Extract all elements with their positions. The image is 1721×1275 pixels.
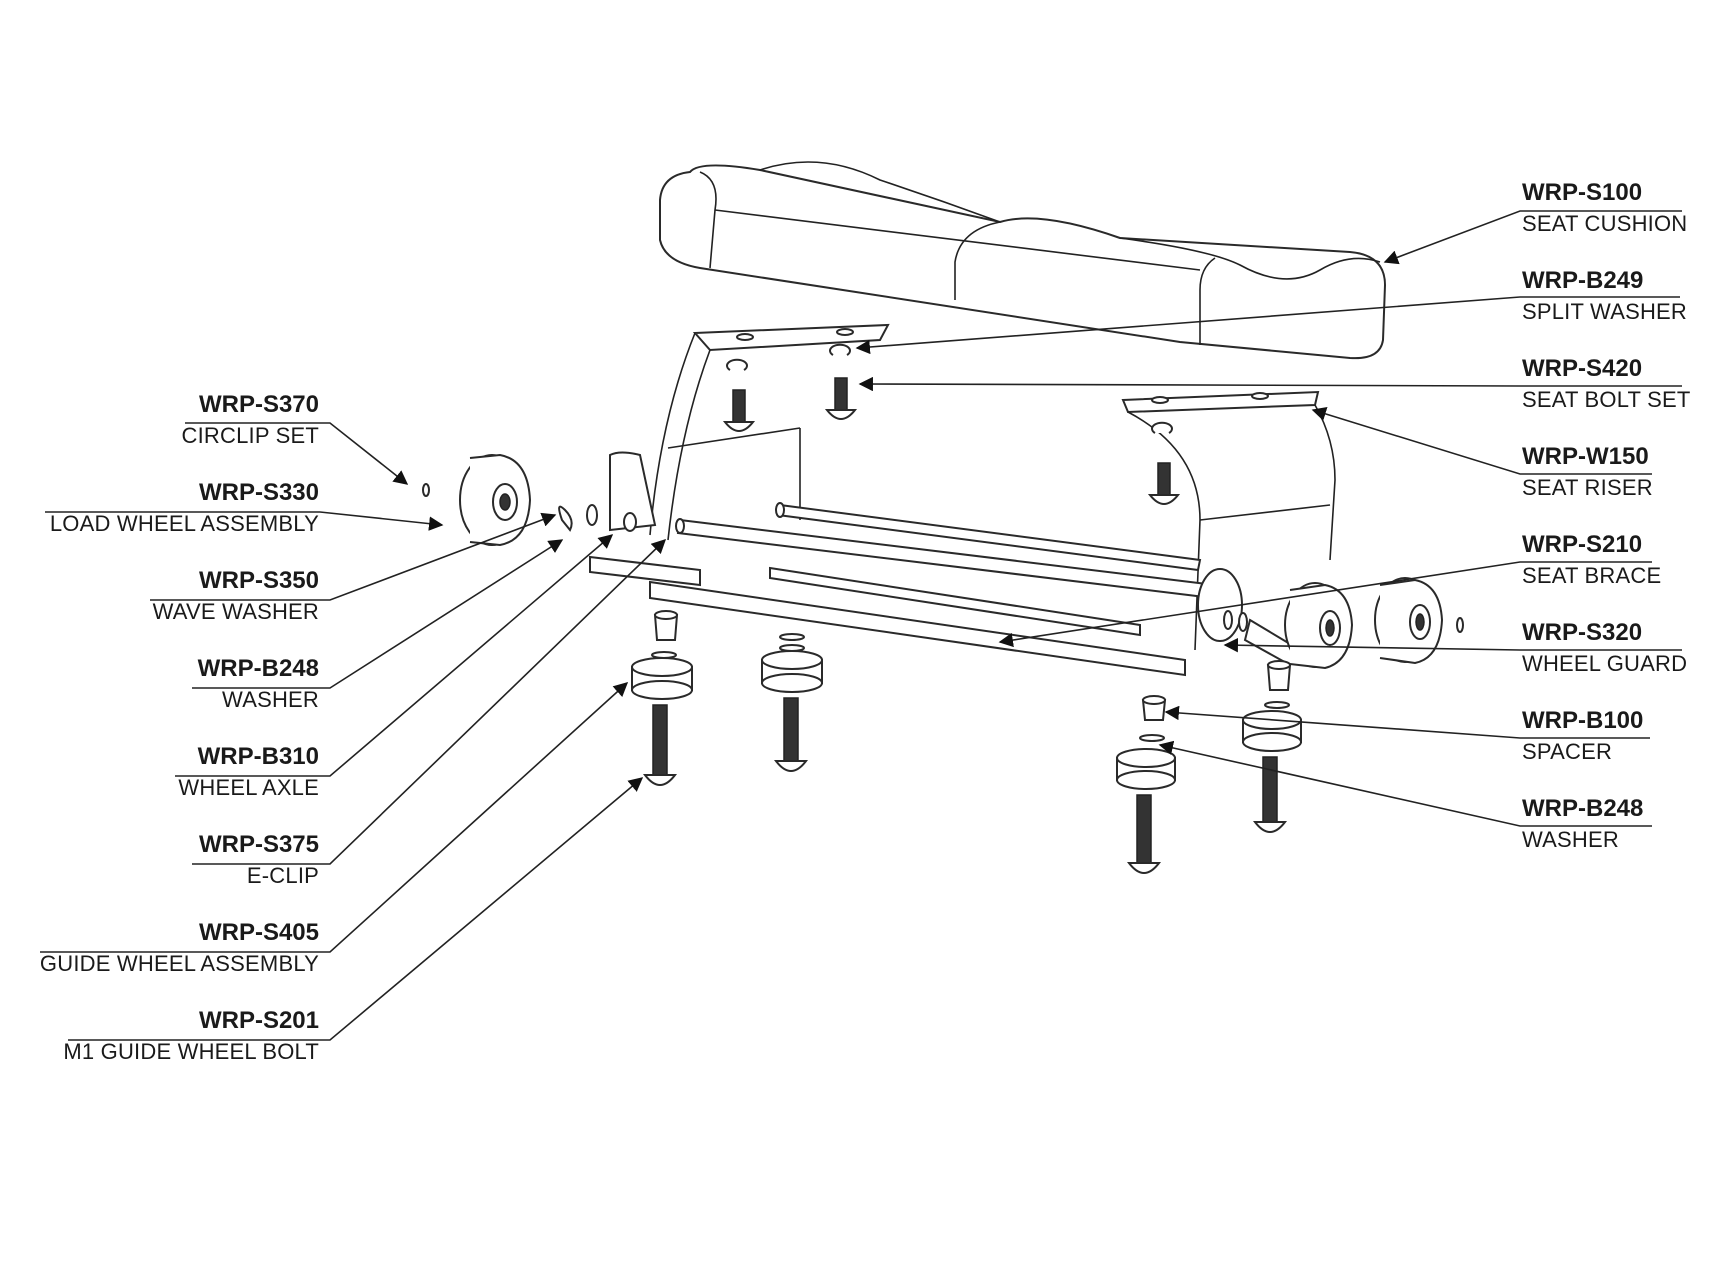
callout-washer-right: WRP-B248 WASHER xyxy=(1522,797,1643,851)
part-name: SEAT BOLT SET xyxy=(1522,387,1691,412)
part-code: WRP-S100 xyxy=(1522,179,1643,206)
part-name: SEAT RISER xyxy=(1522,475,1653,500)
wheel-axle xyxy=(675,502,1217,600)
leader-lines-left xyxy=(40,422,667,1041)
part-name: WASHER xyxy=(222,687,319,712)
part-code: WRP-S350 xyxy=(198,567,319,594)
load-wheel-assembly-right xyxy=(1223,577,1464,670)
seat-riser xyxy=(649,323,1336,651)
wave-washer-left xyxy=(558,505,573,532)
circlip-left xyxy=(422,483,430,497)
part-name: SEAT BRACE xyxy=(1522,563,1662,588)
part-name: LOAD WHEEL ASSEMBLY xyxy=(49,511,319,536)
part-name: SPACER xyxy=(1522,739,1613,764)
guide-wheel-assembly-4 xyxy=(1242,660,1302,833)
part-code: WRP-B310 xyxy=(197,743,319,770)
callout-m1-guide-wheel-bolt: WRP-S201 M1 GUIDE WHEEL BOLT xyxy=(63,1009,319,1063)
wheel-guard-left xyxy=(609,451,657,532)
guide-wheel-assembly-2 xyxy=(761,633,823,772)
part-code: WRP-S201 xyxy=(198,1007,319,1034)
part-code: WRP-S330 xyxy=(198,479,319,506)
part-code: WRP-B100 xyxy=(1522,707,1644,734)
callout-split-washer: WRP-B249 SPLIT WASHER xyxy=(1522,269,1687,323)
callout-wheel-axle: WRP-B310 WHEEL AXLE xyxy=(178,745,319,799)
part-name: WAVE WASHER xyxy=(152,599,319,624)
part-code: WRP-S375 xyxy=(198,831,319,858)
split-washers xyxy=(726,343,1173,434)
callout-circlip-set: WRP-S370 CIRCLIP SET xyxy=(182,393,320,447)
part-code: WRP-S210 xyxy=(1522,531,1643,558)
callout-wheel-guard: WRP-S320 WHEEL GUARD xyxy=(1522,621,1687,675)
guide-wheel-assembly-1 xyxy=(631,610,693,786)
part-code: WRP-B248 xyxy=(1522,795,1644,822)
part-name: WASHER xyxy=(1522,827,1619,852)
part-name: SEAT CUSHION xyxy=(1522,211,1688,236)
part-code: WRP-S420 xyxy=(1522,355,1643,382)
load-wheel-assembly-left xyxy=(459,453,532,547)
callout-seat-riser: WRP-W150 SEAT RISER xyxy=(1522,445,1653,499)
leader-lines-right xyxy=(855,210,1682,827)
callout-spacer: WRP-B100 SPACER xyxy=(1522,709,1643,763)
part-name: E-CLIP xyxy=(246,863,319,888)
seat-bolts xyxy=(722,377,1181,505)
e-clip-left xyxy=(623,512,637,532)
callout-seat-cushion: WRP-S100 SEAT CUSHION xyxy=(1522,181,1687,235)
part-code: WRP-S320 xyxy=(1522,619,1643,646)
part-name: CIRCLIP SET xyxy=(181,423,319,448)
callout-e-clip: WRP-S375 E-CLIP xyxy=(199,833,319,887)
part-code: WRP-S370 xyxy=(198,391,319,418)
guide-wheel-assembly-3 xyxy=(1116,695,1176,874)
washer-left xyxy=(586,504,598,526)
callout-wave-washer: WRP-S350 WAVE WASHER xyxy=(153,569,319,623)
part-name: SPLIT WASHER xyxy=(1522,299,1687,324)
seat-cushion xyxy=(659,161,1387,360)
part-code: WRP-W150 xyxy=(1522,443,1649,470)
part-code: WRP-B249 xyxy=(1522,267,1644,294)
part-code: WRP-S405 xyxy=(198,919,319,946)
part-name: M1 GUIDE WHEEL BOLT xyxy=(63,1039,319,1064)
part-name: WHEEL GUARD xyxy=(1522,651,1688,676)
part-name: GUIDE WHEEL ASSEMBLY xyxy=(39,951,319,976)
callout-load-wheel-assembly: WRP-S330 LOAD WHEEL ASSEMBLY xyxy=(50,481,319,535)
part-code: WRP-B248 xyxy=(197,655,319,682)
callout-washer-left: WRP-B248 WASHER xyxy=(198,657,319,711)
callout-seat-brace: WRP-S210 SEAT BRACE xyxy=(1522,533,1661,587)
callout-seat-bolt-set: WRP-S420 SEAT BOLT SET xyxy=(1522,357,1690,411)
callout-guide-wheel-assembly: WRP-S405 GUIDE WHEEL ASSEMBLY xyxy=(40,921,319,975)
part-name: WHEEL AXLE xyxy=(178,775,319,800)
